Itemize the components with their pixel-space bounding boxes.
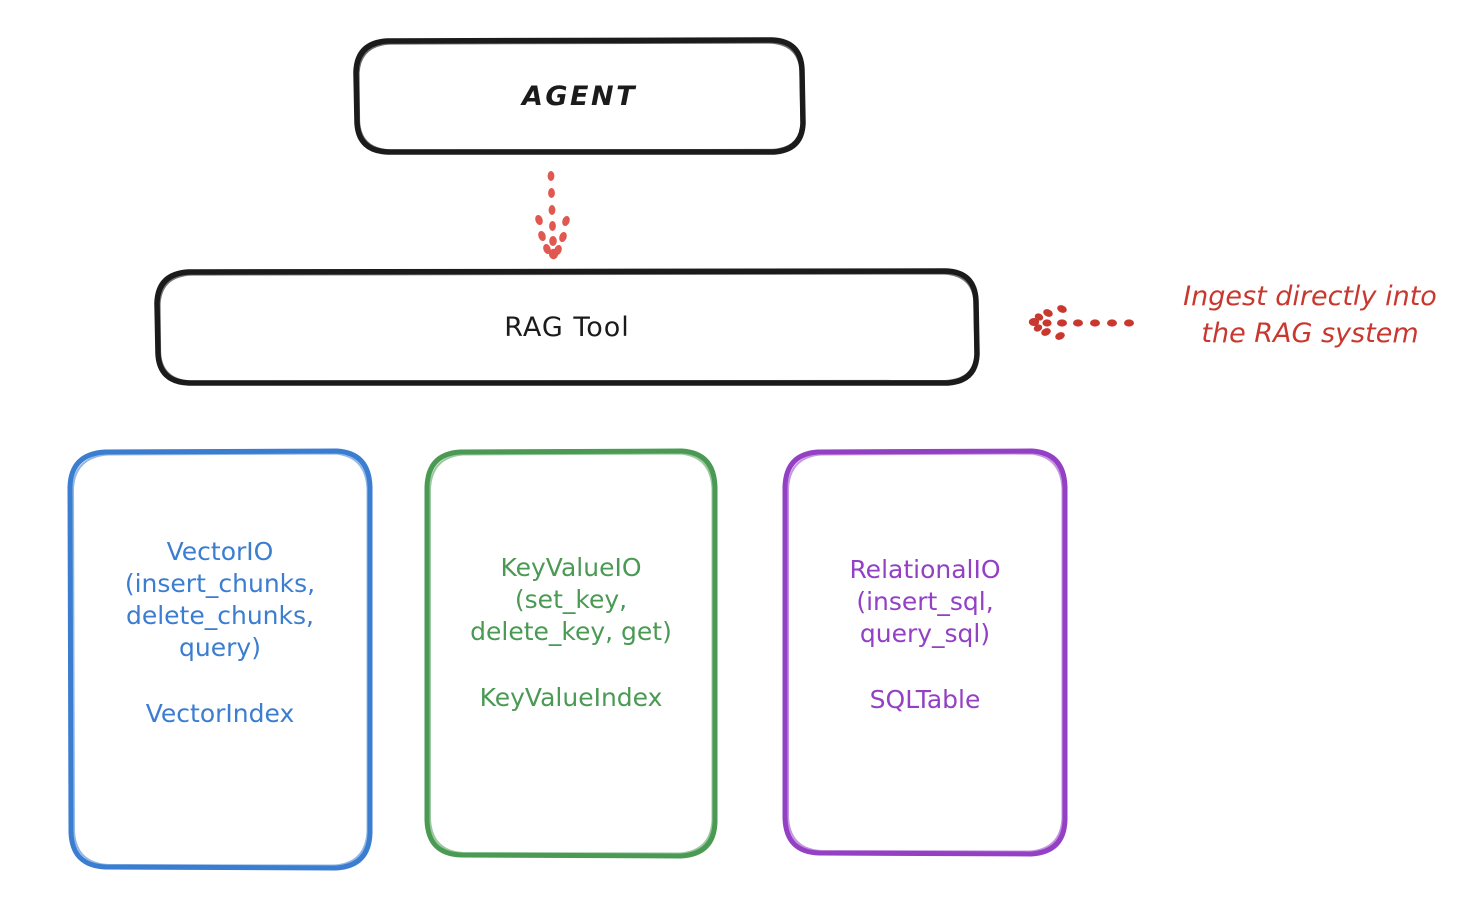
agent-to-rag-tool-arrow: [535, 171, 570, 260]
agent-box[interactable]: AGENT: [356, 40, 803, 153]
vector-io-box-outline: [67, 448, 373, 871]
relational-io-title: RelationalIO (insert_sql, query_sql): [849, 555, 1001, 648]
key-value-io-title: KeyValueIO (set_key, delete_key, get): [470, 553, 672, 646]
ingest-arrow: [1028, 305, 1134, 340]
relational-io-box-outline: [782, 448, 1068, 857]
agent-label: AGENT: [521, 81, 637, 112]
rag-tool-box-outline: [154, 268, 980, 386]
vector-io-box-outline-wobble: [72, 452, 369, 867]
vector-index-label: VectorIndex: [145, 699, 295, 728]
relational-io-box[interactable]: RelationalIO (insert_sql, query_sql) SQL…: [785, 450, 1065, 854]
key-value-io-box[interactable]: KeyValueIO (set_key, delete_key, get) Ke…: [427, 450, 715, 856]
rag-tool-box-outline-wobble: [158, 272, 977, 383]
sql-table-label: SQLTable: [869, 685, 981, 714]
rag-tool-label: RAG Tool: [504, 312, 630, 343]
key-value-io-box-outline-wobble: [429, 452, 714, 855]
key-value-index-label: KeyValueIndex: [479, 683, 663, 712]
ingest-annotation-text: Ingest directly into the RAG system: [1183, 281, 1437, 350]
vector-io-box[interactable]: VectorIO (insert_chunks, delete_chunks, …: [70, 450, 370, 868]
agent-box-outline-wobble: [357, 41, 803, 152]
vector-io-title: VectorIO (insert_chunks, delete_chunks, …: [124, 537, 316, 662]
rag-tool-box[interactable]: RAG Tool: [157, 271, 977, 384]
relational-io-box-outline-wobble: [787, 452, 1064, 853]
agent-box-outline: [353, 37, 806, 155]
key-value-io-box-outline: [424, 448, 718, 859]
